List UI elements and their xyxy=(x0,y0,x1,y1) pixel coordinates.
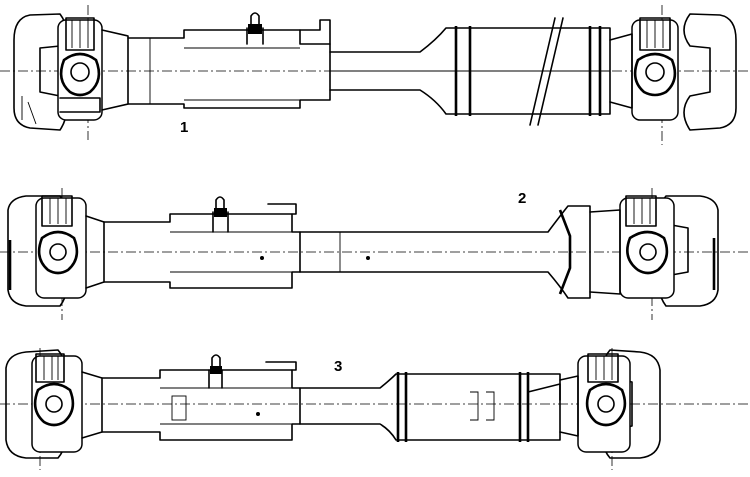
shaft-tube xyxy=(299,205,591,299)
drive-shaft-2: 2 xyxy=(0,188,750,320)
shaft-3-label: 3 xyxy=(334,358,342,375)
sliding-sleeve xyxy=(127,12,331,109)
shaft-tube xyxy=(329,17,611,126)
drive-shaft-1: 1 xyxy=(0,5,750,145)
left-universal-joint xyxy=(7,195,105,307)
sliding-sleeve xyxy=(103,196,301,289)
right-universal-joint xyxy=(589,195,719,307)
shaft-1-label: 1 xyxy=(180,119,188,136)
left-universal-joint xyxy=(5,349,103,459)
shaft-tube xyxy=(299,372,561,442)
right-universal-joint xyxy=(559,349,661,459)
drive-shaft-3: 3 xyxy=(0,348,750,470)
sliding-sleeve xyxy=(101,354,301,441)
shaft-2-label: 2 xyxy=(518,190,526,207)
left-universal-joint xyxy=(13,13,129,131)
right-universal-joint xyxy=(609,13,737,131)
